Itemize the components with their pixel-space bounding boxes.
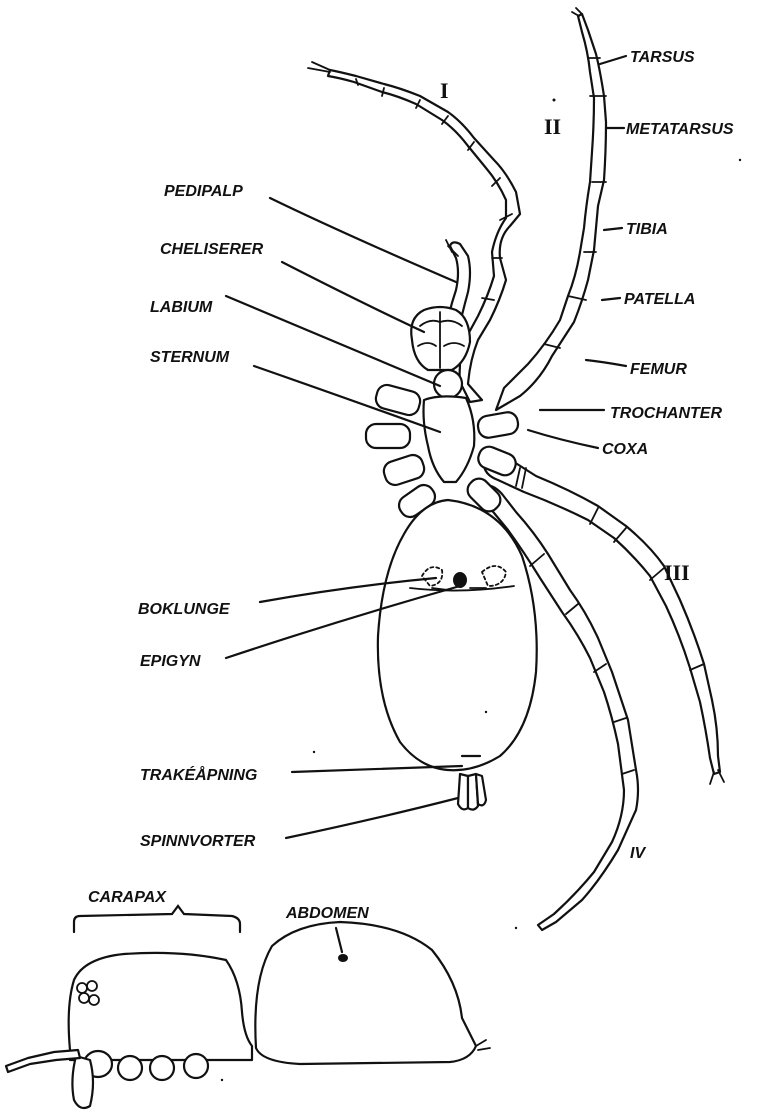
sternum bbox=[424, 396, 475, 482]
label-tibia: TIBIA bbox=[626, 221, 668, 238]
leg-label-1: I bbox=[440, 78, 449, 103]
label-pedipalp: PEDIPALP bbox=[164, 183, 243, 200]
label-epigyn: EPIGYN bbox=[140, 653, 201, 670]
label-patella: PATELLA bbox=[624, 291, 695, 308]
leg-label-3: III bbox=[664, 560, 690, 585]
label-trakeapning: TRAKÉÅPNING bbox=[140, 765, 257, 784]
leg-label-4: IV bbox=[630, 845, 646, 862]
label-abdomen: ABDOMEN bbox=[285, 905, 369, 922]
label-trochanter: TROCHANTER bbox=[610, 405, 722, 422]
labium bbox=[434, 370, 462, 398]
leg-label-2: II bbox=[544, 114, 561, 139]
abdomen-ventral bbox=[378, 500, 537, 770]
label-femur: FEMUR bbox=[630, 361, 687, 378]
chelicerae bbox=[411, 307, 470, 370]
label-cheliserer: CHELISERER bbox=[160, 241, 264, 258]
label-spinnvorter: SPINNVORTER bbox=[140, 833, 256, 850]
label-carapax: CARAPAX bbox=[88, 889, 167, 906]
label-labium: LABIUM bbox=[150, 299, 213, 316]
label-metatarsus: METATARSUS bbox=[626, 121, 734, 138]
side-view bbox=[6, 906, 490, 1108]
label-boklunge: BOKLUNGE bbox=[138, 601, 231, 618]
spinnerets bbox=[458, 774, 486, 810]
label-sternum: STERNUM bbox=[150, 349, 230, 366]
label-tarsus: TARSUS bbox=[630, 49, 695, 66]
label-coxa: COXA bbox=[602, 441, 648, 458]
